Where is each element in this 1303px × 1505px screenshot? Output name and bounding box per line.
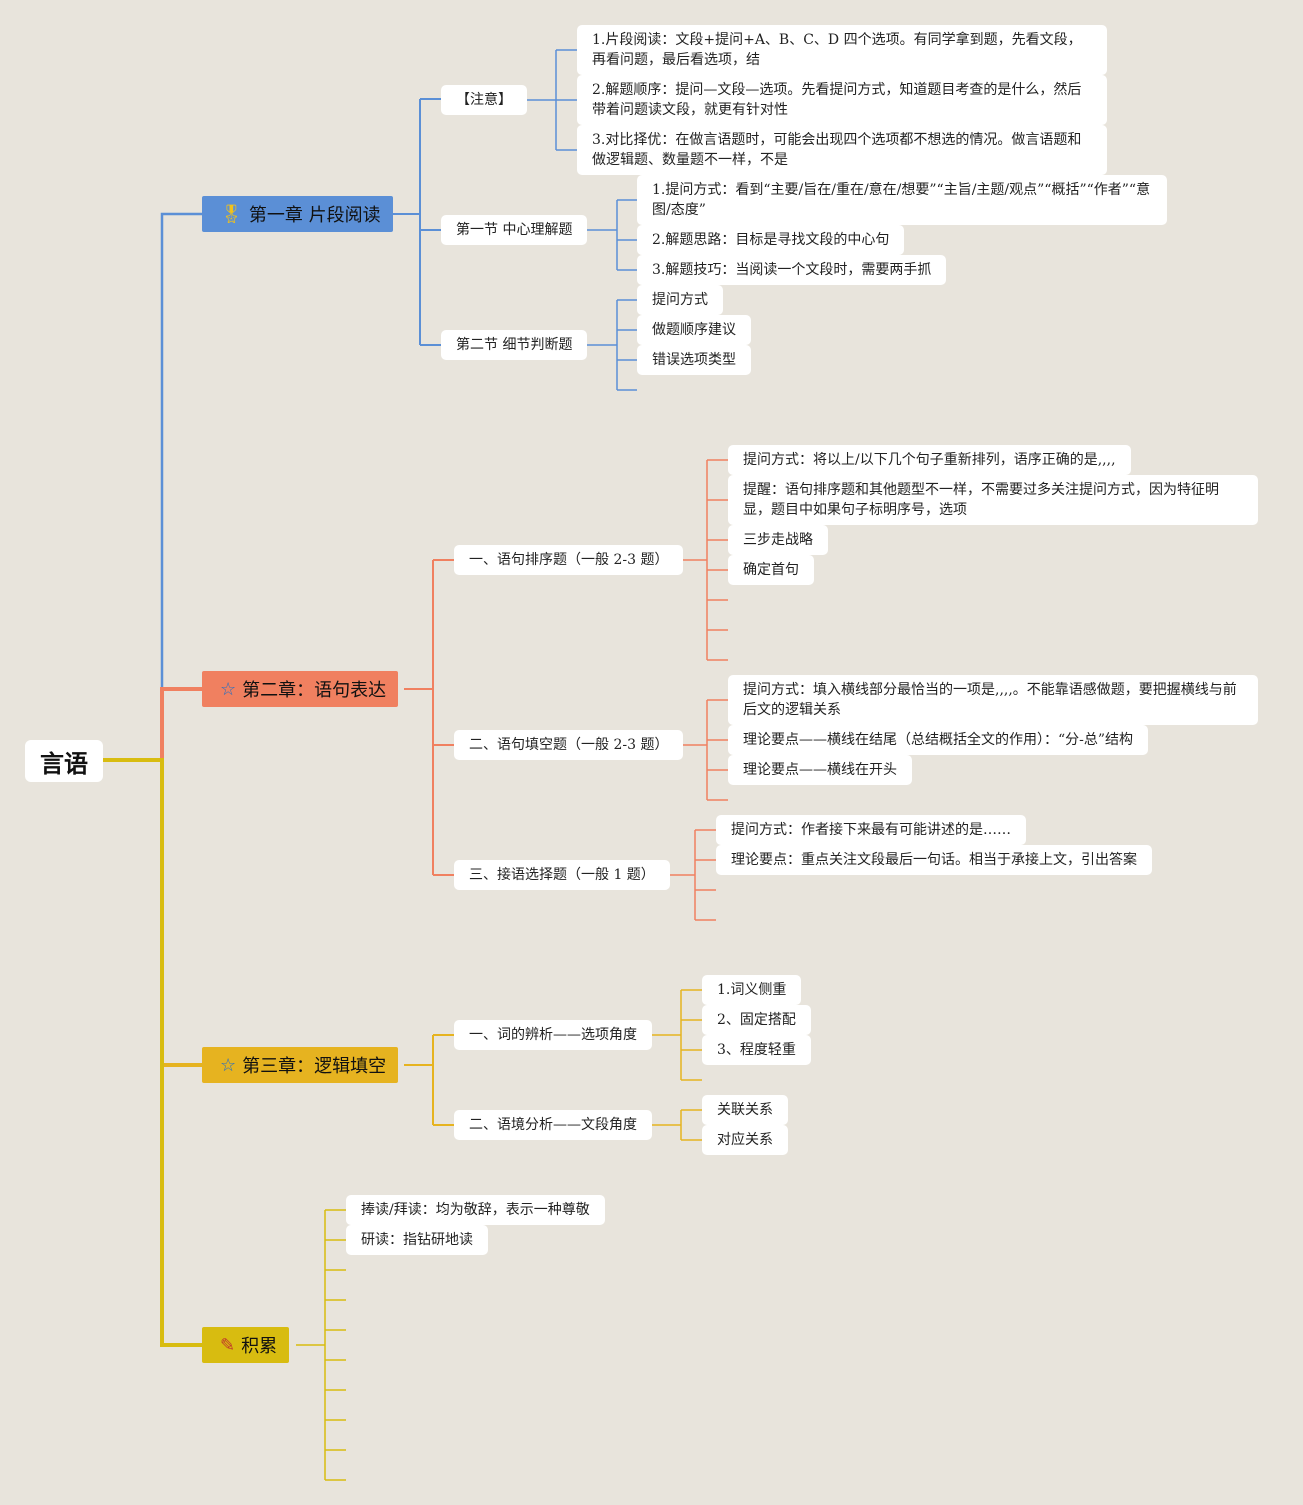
ch1-zhuyi-item-2[interactable]: 2.解题顺序：提问—文段—选项。先看提问方式，知道题目考查的是什么，然后带着问题…: [577, 75, 1107, 125]
link-root-ch4: [103, 758, 202, 1347]
chapter-2-title: 第二章：语句表达: [242, 680, 387, 701]
ch4-item-2[interactable]: 研读：指钻研地读: [346, 1225, 488, 1255]
ch1-s1-item-3[interactable]: 3.解题技巧：当阅读一个文段时，需要两手抓: [637, 255, 947, 285]
ch3-s2-item-2[interactable]: 对应关系: [702, 1125, 788, 1155]
star-icon: ☆: [220, 678, 237, 700]
ch2-s3-item-1[interactable]: 提问方式：作者接下来最有可能讲述的是……: [716, 815, 1026, 845]
ch2-s3-item-2[interactable]: 理论要点：重点关注文段最后一句话。相当于承接上文，引出答案: [716, 845, 1152, 875]
star-icon: ☆: [220, 1054, 237, 1076]
ch3-s2-item-1[interactable]: 关联关系: [702, 1095, 788, 1125]
ch1-s1-item-2[interactable]: 2.解题思路：目标是寻找文段的中心句: [637, 225, 905, 255]
root-node[interactable]: 言语: [25, 740, 103, 782]
pen-icon: ✎: [220, 1334, 236, 1356]
link-root-ch1: [103, 212, 202, 762]
links-ch1: [391, 49, 637, 391]
award-icon: 🎖: [220, 203, 243, 225]
ch2-s1-item-3[interactable]: 三步走战略: [728, 525, 828, 555]
chapter-2-node[interactable]: ☆ 第二章：语句表达: [202, 671, 399, 707]
ch1-section-2-node[interactable]: 第二节 细节判断题: [441, 330, 588, 360]
ch3-s1-item-3[interactable]: 3、程度轻重: [702, 1035, 811, 1065]
ch1-s2-item-3[interactable]: 错误选项类型: [637, 345, 751, 375]
link-root-ch2: [103, 687, 202, 762]
links-ch4: [296, 1209, 346, 1481]
ch2-section-1-node[interactable]: 一、语句排序题（一般 2-3 题）: [454, 545, 684, 575]
ch4-item-1[interactable]: 捧读/拜读：均为敬辞，表示一种尊敬: [346, 1195, 605, 1225]
chapter-4-node[interactable]: ✎ 积累: [202, 1327, 290, 1363]
chapter-1-node[interactable]: 🎖 第一章 片段阅读: [202, 196, 393, 232]
ch1-zhuyi-node[interactable]: 【注意】: [441, 85, 527, 115]
ch1-zhuyi-item-1[interactable]: 1.片段阅读：文段+提问+A、B、C、D 四个选项。有同学拿到题，先看文段，再看…: [577, 25, 1107, 75]
ch2-s1-item-4[interactable]: 确定首句: [728, 555, 814, 585]
ch3-s1-item-2[interactable]: 2、固定搭配: [702, 1005, 811, 1035]
ch3-s1-item-1[interactable]: 1.词义侧重: [702, 975, 802, 1005]
chapter-1-title: 第一章 片段阅读: [248, 205, 381, 226]
ch3-section-2-node[interactable]: 二、语境分析——文段角度: [454, 1110, 652, 1140]
ch2-s2-item-1[interactable]: 提问方式：填入横线部分最恰当的一项是,,,,。不能靠语感做题，要把握横线与前后文…: [728, 675, 1258, 725]
ch1-section-1-node[interactable]: 第一节 中心理解题: [441, 215, 588, 245]
links-ch2: [404, 459, 728, 921]
chapter-3-node[interactable]: ☆ 第三章：逻辑填空: [202, 1047, 399, 1083]
link-root-ch3: [103, 758, 202, 1067]
ch1-s2-item-1[interactable]: 提问方式: [637, 285, 723, 315]
ch2-section-3-node[interactable]: 三、接语选择题（一般 1 题）: [454, 860, 670, 890]
ch2-s1-item-2[interactable]: 提醒：语句排序题和其他题型不一样，不需要过多关注提问方式，因为特征明显，题目中如…: [728, 475, 1258, 525]
ch2-s2-item-2[interactable]: 理论要点——横线在结尾（总结概括全文的作用）：“分-总”结构: [728, 725, 1149, 755]
ch2-s1-item-1[interactable]: 提问方式：将以上/以下几个句子重新排列，语序正确的是,,,,: [728, 445, 1131, 475]
links-ch3: [404, 989, 702, 1141]
ch1-zhuyi-item-3[interactable]: 3.对比择优：在做言语题时，可能会出现四个选项都不想选的情况。做言语题和做逻辑题…: [577, 125, 1107, 175]
ch3-section-1-node[interactable]: 一、词的辨析——选项角度: [454, 1020, 652, 1050]
chapter-3-title: 第三章：逻辑填空: [242, 1056, 387, 1077]
ch2-s2-item-3[interactable]: 理论要点——横线在开头: [728, 755, 912, 785]
chapter-4-title: 积累: [241, 1336, 278, 1357]
ch1-s2-item-2[interactable]: 做题顺序建议: [637, 315, 751, 345]
ch2-section-2-node[interactable]: 二、语句填空题（一般 2-3 题）: [454, 730, 684, 760]
ch1-s1-item-1[interactable]: 1.提问方式：看到“主要/旨在/重在/意在/想要”“主旨/主题/观点”“概括”“…: [637, 175, 1167, 225]
